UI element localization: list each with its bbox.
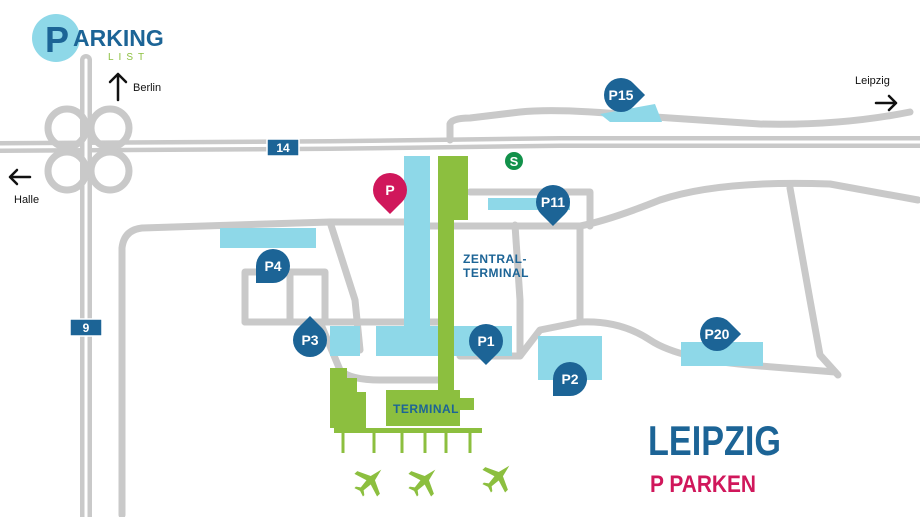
marker-p4[interactable]: P4 (256, 249, 290, 283)
parking-area-p3[interactable] (330, 326, 360, 356)
parking-area-p4[interactable] (220, 228, 316, 248)
road-network (0, 54, 920, 517)
svg-text:P2: P2 (561, 371, 578, 387)
direction-label-leipzig: Leipzig (855, 75, 890, 87)
svg-text:P20: P20 (705, 326, 730, 342)
parking-area-p15[interactable] (600, 104, 662, 122)
marker-p15[interactable]: P15 (597, 71, 646, 119)
svg-text:P4: P4 (264, 258, 281, 274)
logo-word: ARKING (73, 25, 164, 51)
map-subtitle: P PARKEN (650, 471, 756, 498)
zentral-terminal-label-2: TERMINAL (463, 266, 529, 280)
svg-text:P1: P1 (477, 333, 494, 349)
parking-area-main-garage[interactable] (404, 156, 430, 356)
arrow-left-icon (8, 168, 32, 186)
highway-shield-9: 9 (69, 318, 103, 337)
arrow-up-icon (108, 72, 128, 102)
marker-p3[interactable]: P3 (286, 315, 334, 364)
highway-number-9: 9 (83, 321, 90, 335)
gate-lines (341, 432, 472, 453)
highway-shield-14: 14 (266, 138, 300, 157)
marker-p2[interactable]: P2 (553, 362, 587, 396)
airplane-icon (401, 458, 447, 504)
terminal-label: TERMINAL (393, 402, 459, 416)
sbahn-label: S (510, 154, 519, 169)
logo-initial: P (45, 19, 69, 60)
airplane-icon (475, 454, 521, 500)
marker-p11[interactable]: P11 (529, 178, 577, 227)
logo-circle (32, 14, 80, 62)
direction-label-berlin: Berlin (133, 82, 161, 94)
terminal-building[interactable] (386, 390, 460, 426)
marker-p-general[interactable]: P (366, 166, 414, 215)
map-title: LEIPZIG (648, 417, 781, 464)
direction-arrow-east: Leipzig (855, 75, 898, 112)
marker-p1[interactable]: P1 (462, 317, 510, 366)
svg-text:P: P (385, 182, 394, 198)
arrow-right-icon (874, 94, 898, 112)
svg-text:P15: P15 (609, 87, 634, 103)
terminal-buildings (330, 156, 482, 453)
direction-arrow-north: Berlin (108, 72, 161, 102)
parking-list-logo: P ARKING LIST (32, 14, 164, 63)
highway-number-14: 14 (276, 141, 290, 155)
direction-label-halle: Halle (14, 194, 39, 206)
sbahn-station[interactable]: S (505, 152, 523, 170)
svg-text:P3: P3 (301, 332, 318, 348)
svg-text:P11: P11 (541, 194, 565, 210)
marker-p20[interactable]: P20 (693, 310, 742, 358)
airplane-icon (347, 458, 393, 504)
sbahn-icon (505, 152, 523, 170)
zentral-terminal-label-1: ZENTRAL- (463, 252, 527, 266)
airplane-icons (347, 454, 521, 504)
logo-sub: LIST (108, 52, 149, 63)
direction-arrow-west: Halle (8, 168, 39, 206)
